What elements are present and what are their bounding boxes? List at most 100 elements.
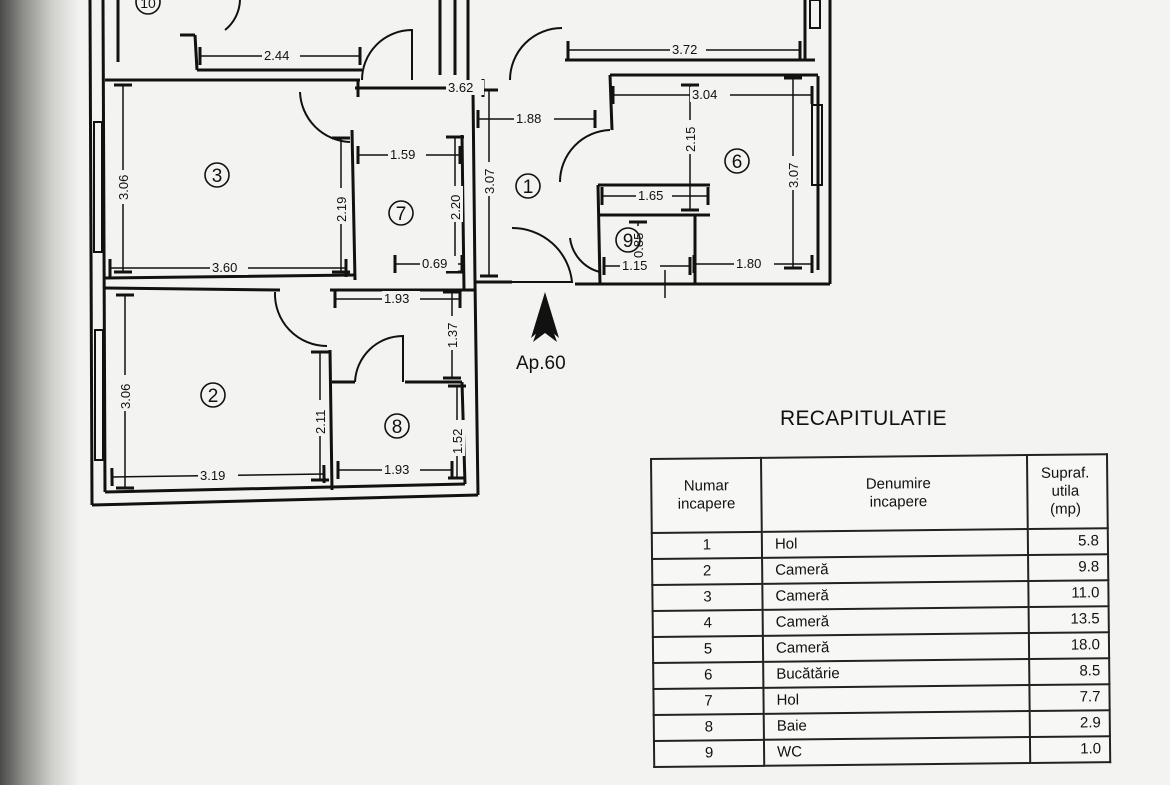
recap-table: Numar incapere Denumire incapere Supraf.… <box>650 453 1112 768</box>
outer-wall-bottom-inner <box>104 482 466 494</box>
row-area: 5.8 <box>1027 528 1109 556</box>
door-r10-corner <box>224 0 241 31</box>
row-number: 6 <box>653 661 764 689</box>
room-number-3: 3 <box>212 166 223 187</box>
door-entrance <box>511 226 574 283</box>
dim-1-88: 1.88 <box>516 111 541 126</box>
room-numbers: 10 3 7 1 6 9 2 8 <box>140 0 742 438</box>
dim-label-bg <box>115 170 131 204</box>
room-marker-2 <box>200 382 226 408</box>
dim-3-07b: 3.07 <box>786 163 801 188</box>
dim-label-bg <box>785 156 801 190</box>
window-r5 <box>809 0 821 29</box>
header-num-line-2: incapere <box>677 495 736 513</box>
apartment-label: Ap.60 <box>516 353 566 374</box>
header-suprafata-utila: Supraf. utila (mp) <box>1026 454 1108 530</box>
room-marker-9 <box>615 227 641 253</box>
row-number: 1 <box>651 531 763 559</box>
dim-label-bg <box>690 87 730 102</box>
entrance-marker: Ap.60 <box>516 292 566 374</box>
room-marker-3 <box>204 162 230 188</box>
dim-1-80: 1.80 <box>736 256 761 271</box>
room-marker-6 <box>724 148 750 174</box>
door-r3 <box>299 91 351 143</box>
row-number: 8 <box>653 713 764 741</box>
dim-1-93b: 1.93 <box>384 462 409 477</box>
recap-table-head: Numar incapere Denumire incapere Supraf.… <box>651 454 1108 533</box>
outer-wall-left-inner <box>101 0 107 493</box>
wall-r3-right <box>350 129 357 281</box>
header-area-line-3: (mp) <box>1050 500 1082 518</box>
recap-header-row: Numar incapere Denumire incapere Supraf.… <box>651 454 1108 533</box>
dim-label-bg <box>620 258 660 273</box>
door-wc <box>569 237 601 273</box>
row-area: 11.0 <box>1028 580 1109 608</box>
wall-r2-top <box>104 286 281 292</box>
dim-3-04: 3.04 <box>692 87 717 102</box>
wall-hall1-left <box>471 89 477 283</box>
row-name: Hol <box>761 529 1029 558</box>
window-r2 <box>94 329 104 461</box>
row-area: 9.8 <box>1028 554 1109 582</box>
dim-1-15: 1.15 <box>622 258 647 273</box>
dim-label-bg <box>198 468 238 483</box>
dimension-labels: 2.44 3.72 3.62 3.04 1.88 1.59 1.65 3.60 … <box>115 42 801 483</box>
row-area: 8.5 <box>1029 658 1110 686</box>
outer-wall-bottom <box>91 493 479 507</box>
dim-2-19: 2.19 <box>334 197 349 222</box>
wall-wc-left <box>596 184 602 285</box>
row-area: 13.5 <box>1028 606 1109 634</box>
room-marker-10 <box>135 0 161 15</box>
row-number: 9 <box>653 739 765 767</box>
row-area: 7.7 <box>1029 684 1110 712</box>
header-num-line-1: Numar <box>683 477 729 495</box>
table-row: 9 WC 1.0 <box>653 736 1111 767</box>
row-name: Cameră <box>762 633 1030 662</box>
room-number-2: 2 <box>208 386 219 407</box>
windows <box>93 0 823 461</box>
row-name: Bucătărie <box>763 659 1030 688</box>
dim-3-07a: 3.07 <box>482 169 497 194</box>
outer-wall-left <box>88 0 94 506</box>
row-area: 1.0 <box>1029 736 1111 764</box>
room-marker-8 <box>384 413 410 439</box>
dim-label-bg <box>446 80 484 95</box>
row-area: 2.9 <box>1029 710 1110 738</box>
room-number-9: 9 <box>623 231 634 252</box>
dim-label-bg <box>734 256 774 271</box>
scan-shadow-edge <box>0 0 80 785</box>
header-name-line-1: Denumire <box>865 475 931 493</box>
dim-0-69: 0.69 <box>422 256 447 271</box>
dim-1-37: 1.37 <box>445 323 460 348</box>
row-name: Baie <box>763 711 1030 740</box>
row-number: 4 <box>652 609 763 637</box>
dim-label-bg <box>636 188 672 203</box>
wall-kitchen-left <box>608 74 614 131</box>
room-number-6: 6 <box>732 152 743 173</box>
dim-2-11: 2.11 <box>313 410 328 434</box>
dim-label-bg <box>333 188 349 224</box>
dim-label-bg <box>514 111 554 126</box>
window-kitchen <box>811 104 823 186</box>
recap-title: RECAPITULATIE <box>780 407 947 430</box>
dim-3-06b: 3.06 <box>118 384 133 409</box>
row-area: 18.0 <box>1028 632 1110 660</box>
door-r8 <box>354 334 404 383</box>
dim-label-bg <box>449 420 465 456</box>
dim-label-bg <box>670 42 706 57</box>
header-area-line-1: Supraf. <box>1040 464 1090 482</box>
dim-1-59: 1.59 <box>390 147 415 162</box>
dim-3-62: 3.62 <box>448 80 473 95</box>
dim-label-bg <box>420 256 458 271</box>
dim-1-52: 1.52 <box>450 429 465 454</box>
dim-1-65: 1.65 <box>638 188 663 203</box>
row-name: Cameră <box>762 607 1029 636</box>
wall-r10-right <box>193 34 199 71</box>
dim-label-bg-group <box>115 42 801 483</box>
dim-label-bg <box>382 462 420 477</box>
wall-r2-right <box>328 349 334 491</box>
room-markers <box>135 0 750 439</box>
door-r5 <box>509 27 563 81</box>
